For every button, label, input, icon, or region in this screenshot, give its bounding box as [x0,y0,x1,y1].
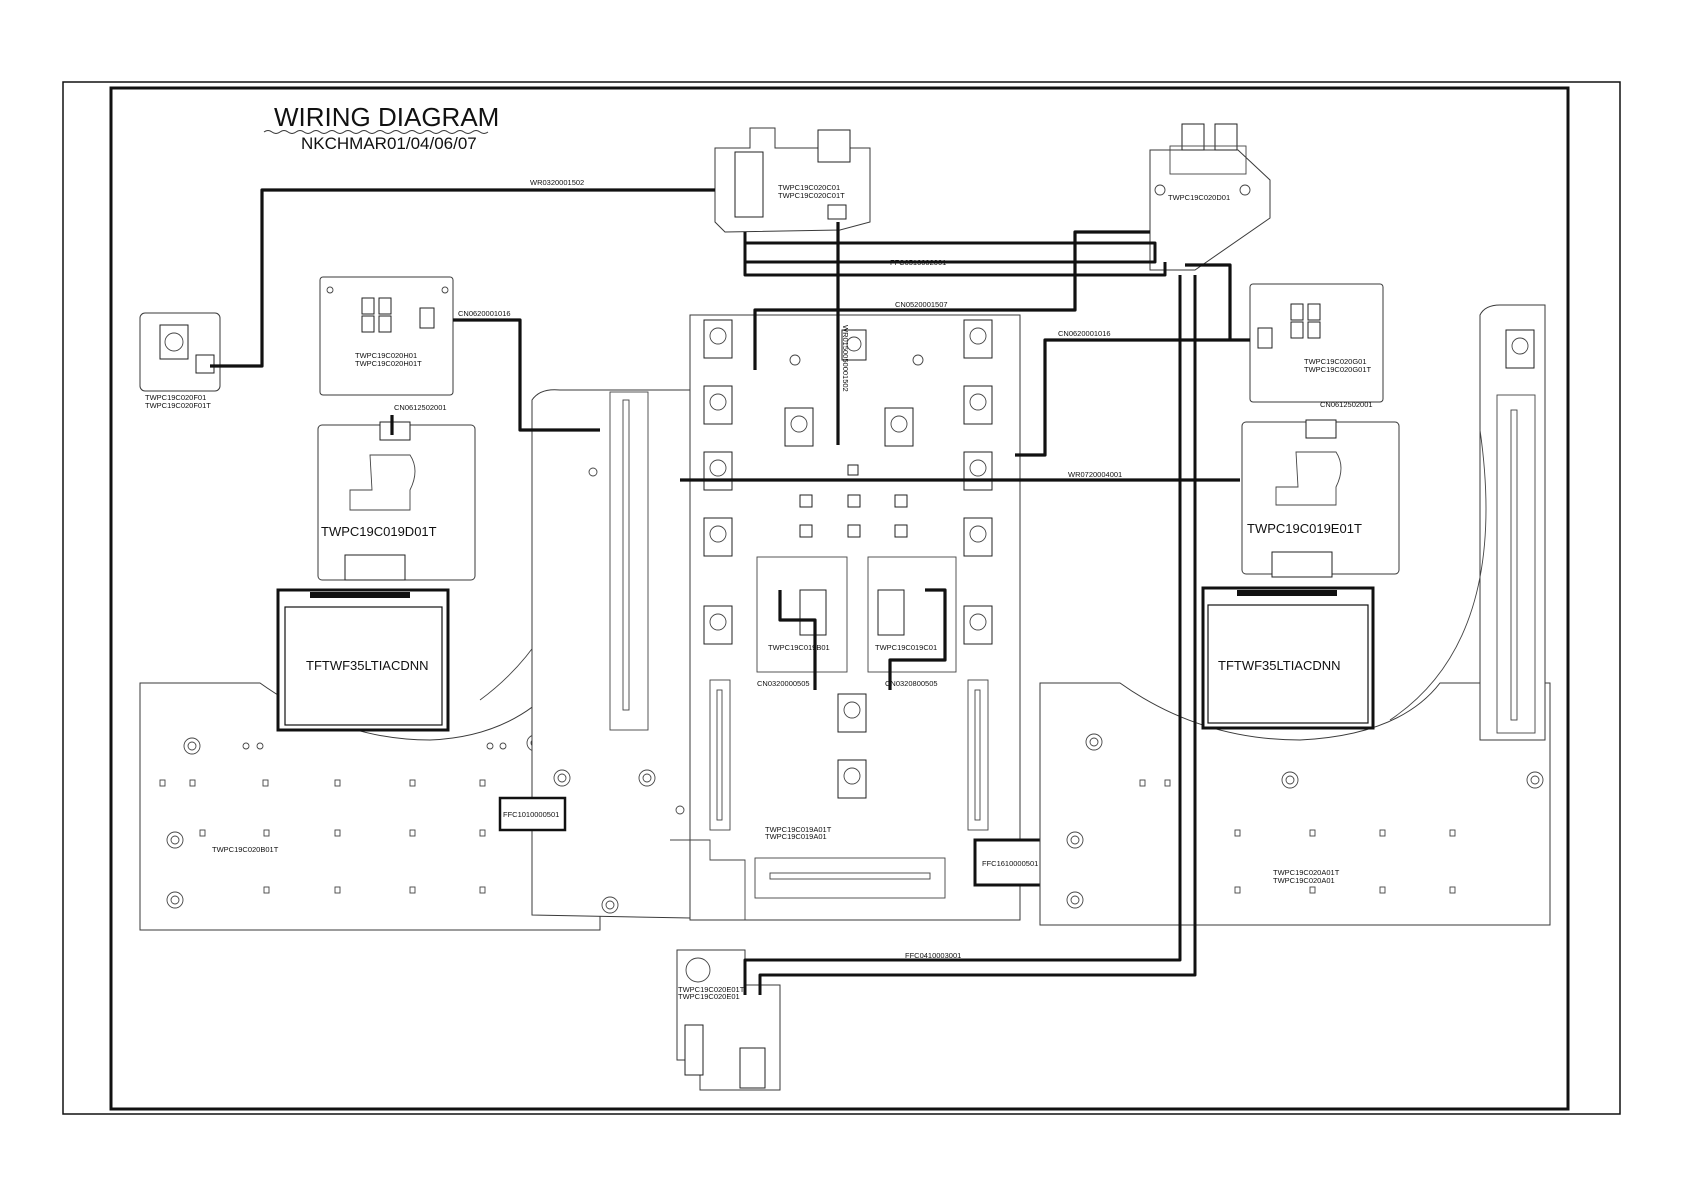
board-020h01: TWPC19C020H01 TWPC19C020H01T [319,276,454,396]
label-020g01t: TWPC19C020G01T [1304,365,1372,374]
label-020b01t: TWPC19C020B01T [212,845,279,854]
label-wr-vertical: WR0150050001502 [841,325,850,392]
board-020e01: TWPC19C020E01T TWPC19C020E01 [676,949,781,1091]
label-019d01t: TWPC19C019D01T [321,524,437,539]
label-ffc-center: FFC1610000501 [982,859,1038,868]
wire-wr0150050001502: WR0150050001502 [836,222,850,445]
right-pitch-fader-board [1389,304,1546,741]
label-ffc-bottom: FFC0410003001 [905,951,961,960]
label-cn-top: CN0520001507 [895,300,948,309]
label-019a01t: TWPC19C019A01T [765,825,832,834]
label-lcd-right: TFTWF35LTIACDNN [1218,658,1341,673]
label-020d01: TWPC19C020D01 [1168,193,1230,202]
label-cn-left: CN0620001016 [458,309,511,318]
label-cn-c: CN0320800505 [885,679,938,688]
label-wr-mid: WR0720004001 [1068,470,1122,479]
wire-cn0520001507: CN0520001507 [753,230,1150,370]
label-wr-top: WR0320001502 [530,178,584,187]
board-019d01t: CN0612502001 TWPC19C019D01T [317,403,476,581]
label-cn-lcd-right: CN0612502001 [1320,400,1373,409]
label-020h01: TWPC19C020H01 [355,351,417,360]
label-020c01t: TWPC19C020C01T [778,191,845,200]
board-020c01: TWPC19C020C01 TWPC19C020C01T [714,127,871,233]
mixer-buttons [789,354,924,538]
wire-wr0720004001: WR0720004001 [680,470,1240,482]
label-020a01t: TWPC19C020A01T [1273,868,1340,877]
mixer-pots [703,319,993,799]
label-020a01: TWPC19C020A01 [1273,876,1335,885]
board-020f01: TWPC19C020F01 TWPC19C020F01T [139,312,221,410]
label-019a01: TWPC19C019A01 [765,832,827,841]
diagram-title: WIRING DIAGRAM [274,102,499,132]
right-deck-holes [1066,733,1544,909]
label-ffc-left: FFC1010000501 [503,810,559,819]
label-lcd-left: TFTWF35LTIACDNN [306,658,429,673]
wire-cn0620001016-left: CN0620001016 [453,309,600,432]
right-deck-board: TWPC19C020A01T TWPC19C020A01 [1039,682,1551,926]
label-020f01: TWPC19C020F01 [145,393,206,402]
left-pitch-fader-board [531,389,691,919]
label-020f01t: TWPC19C020F01T [145,401,211,410]
mixer-board: TWPC19C019B01 TWPC19C019C01 CN0320000505… [498,314,1052,921]
outer-frame [62,81,1621,1115]
label-020g01: TWPC19C020G01 [1304,357,1367,366]
label-020h01t: TWPC19C020H01T [355,359,422,368]
board-020d01: TWPC19C020D01 [1149,123,1271,271]
cable-ffc0410003001: FFC0410003001 [743,275,1197,995]
wire-fader-connectors [778,588,947,690]
cable-ffc0510002001: FFC0510002001 [743,232,1167,277]
label-019c01: TWPC19C019C01 [875,643,937,652]
label-ffc-top: FFC0510002001 [890,258,946,267]
label-019e01t: TWPC19C019E01T [1247,521,1362,536]
lcd-left: TFTWF35LTIACDNN [276,588,450,732]
wire-cn-right-board [1185,263,1232,340]
label-cn-right: CN0620001016 [1058,329,1111,338]
board-020g01: TWPC19C020G01 TWPC19C020G01T [1249,283,1384,403]
title-wave [263,130,489,134]
label-020e01: TWPC19C020E01 [678,992,740,1001]
label-cn-b: CN0320000505 [757,679,810,688]
left-deck-holes [159,734,549,909]
wire-cn0620001016-right: CN0620001016 [1015,329,1250,457]
wire-wr0320001502: WR0320001502 [210,178,715,368]
label-019b01: TWPC19C019B01 [768,643,830,652]
label-020c01: TWPC19C020C01 [778,183,840,192]
board-019e01t: CN0612502001 TWPC19C019E01T [1241,400,1400,578]
label-cn-lcd-left: CN0612502001 [394,403,447,412]
inner-frame [109,86,1570,1111]
label-020e01t: TWPC19C020E01T [678,985,745,994]
lcd-right: TFTWF35LTIACDNN [1201,586,1375,730]
diagram-subtitle: NKCHMAR01/04/06/07 [301,134,477,153]
